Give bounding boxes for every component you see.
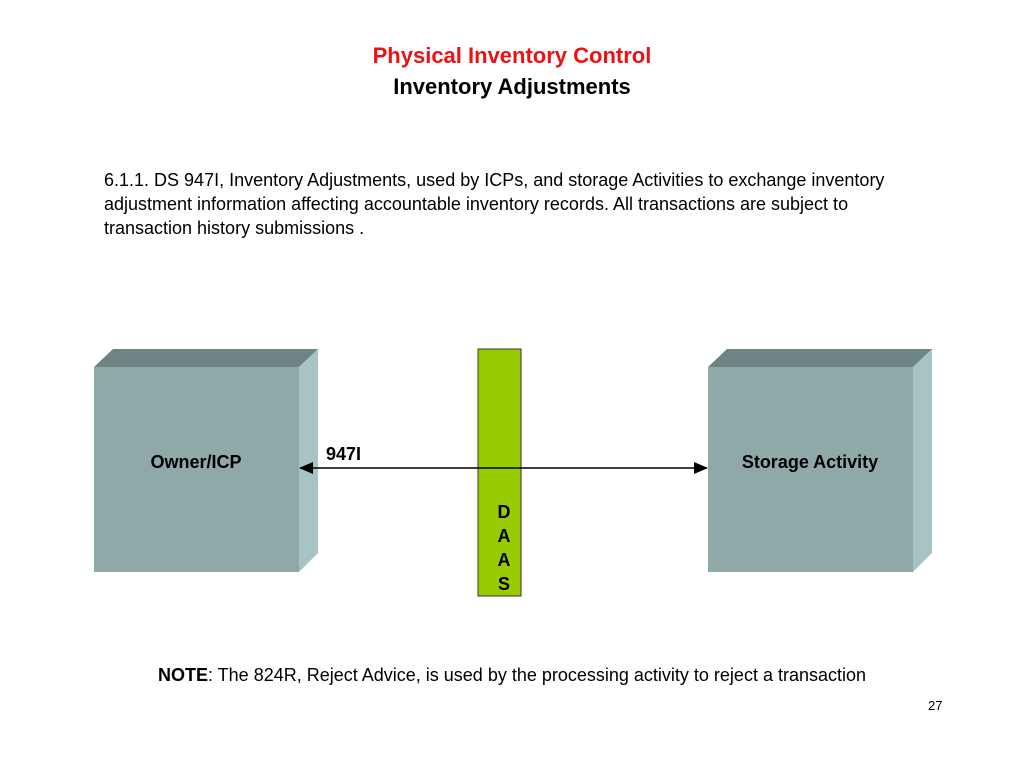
storage-activity-box: Storage Activity xyxy=(708,349,932,572)
note-text: : The 824R, Reject Advice, is used by th… xyxy=(208,665,867,685)
daas-letter-3: A xyxy=(498,550,511,570)
storage-activity-box-front xyxy=(708,367,913,572)
title-line-primary: Physical Inventory Control xyxy=(372,43,652,68)
note-label: NOTE xyxy=(157,665,208,685)
note-line: NOTE: The 824R, Reject Advice, is used b… xyxy=(0,663,1024,687)
daas-letter-1: D xyxy=(498,502,511,522)
daas-letter-4: S xyxy=(498,574,510,594)
page-number: 27 xyxy=(928,698,943,713)
daas-bar: D A A S xyxy=(477,348,522,597)
owner-icp-label: Owner/ICP xyxy=(150,452,241,472)
body-paragraph: 6.1.1. DS 947I, Inventory Adjustments, u… xyxy=(104,170,885,238)
owner-icp-box-top xyxy=(94,349,318,367)
title-line-secondary: Inventory Adjustments xyxy=(393,74,631,99)
transaction-947i-label: 947I xyxy=(326,444,361,464)
storage-activity-label: Storage Activity xyxy=(742,452,878,472)
slide-title: Physical Inventory Control Inventory Adj… xyxy=(0,40,1024,102)
storage-activity-box-top xyxy=(708,349,932,367)
owner-icp-box-side xyxy=(299,349,318,572)
daas-letter-2: A xyxy=(498,526,511,546)
owner-icp-box-front xyxy=(94,367,299,572)
owner-icp-box: Owner/ICP xyxy=(94,349,318,572)
storage-activity-box-side xyxy=(913,349,932,572)
